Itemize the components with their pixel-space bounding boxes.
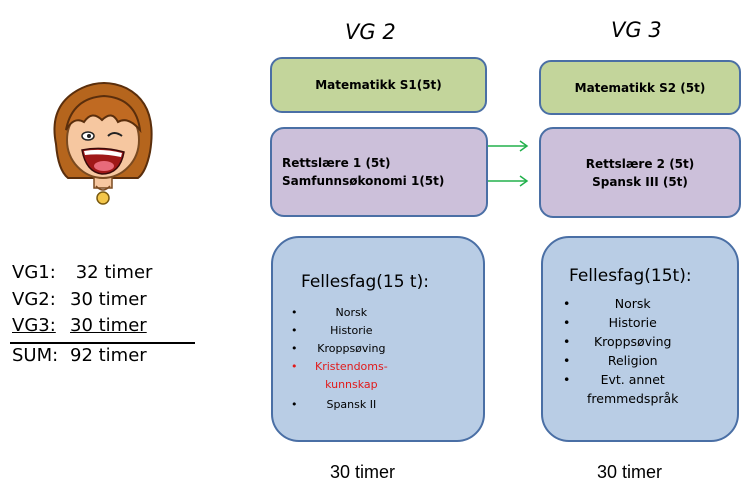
fellesfag-title: Fellesfag(15t): xyxy=(569,266,692,286)
girl-cartoon-icon xyxy=(53,82,153,205)
programme-subject: Samfunnsøkonomi 1(5t) xyxy=(282,174,445,188)
hours-label-vg3: 30 timer xyxy=(597,462,663,482)
fellesfag-list-vg3: Norsk Historie Kroppsøving Religion Evt.… xyxy=(563,294,678,408)
summary-row-vg3: VG3: 30 timer xyxy=(12,315,147,336)
math-label: Matematikk S1(5t) xyxy=(315,78,442,92)
summary-divider xyxy=(10,342,195,344)
summary-value: 32 timer xyxy=(75,262,153,283)
summary-value: 30 timer xyxy=(70,315,147,336)
list-item: Norsk xyxy=(563,294,678,313)
list-item: Norsk xyxy=(291,304,388,322)
fellesfag-box-vg2: Fellesfag(15 t): Norsk Historie Kroppsøv… xyxy=(271,236,485,442)
summary-label: VG1: xyxy=(12,262,56,283)
programme-subject: Rettslære 2 (5t) xyxy=(585,156,695,171)
fellesfag-list-vg2: Norsk Historie Kroppsøving Kristendoms- … xyxy=(291,304,388,414)
fellesfag-box-vg3: Fellesfag(15t): Norsk Historie Kroppsøvi… xyxy=(541,236,739,442)
list-item: Historie xyxy=(563,313,678,332)
summary-value: 30 timer xyxy=(70,289,147,310)
list-item: Historie xyxy=(291,322,388,340)
list-item: Kroppsøving xyxy=(563,332,678,351)
right-arrow-icon xyxy=(488,140,529,152)
right-arrow-icon xyxy=(488,175,529,187)
summary-label: VG3: xyxy=(12,315,56,336)
summary-label: SUM: xyxy=(12,345,59,366)
column-heading-vg3: VG 3 xyxy=(611,18,662,42)
summary-row-vg2: VG2: 30 timer xyxy=(12,289,147,310)
programme-subject: Spansk III (5t) xyxy=(592,174,688,189)
summary-row-sum: SUM: 92 timer xyxy=(12,345,147,366)
list-item: Kroppsøving xyxy=(291,340,388,358)
list-item-highlight: Kristendoms- kunnskap xyxy=(291,358,388,394)
summary-label: VG2: xyxy=(12,289,56,310)
programme-subject: Rettslære 1 (5t) xyxy=(282,156,391,170)
programme-box-vg3: Rettslære 2 (5t) Spansk III (5t) xyxy=(539,127,741,218)
list-item: Spansk II xyxy=(291,396,388,414)
list-item: Religion xyxy=(563,351,678,370)
programme-box-vg2: Rettslære 1 (5t) Samfunnsøkonomi 1(5t) xyxy=(270,127,488,217)
column-heading-vg2: VG 2 xyxy=(345,20,396,44)
math-box-vg3: Matematikk S2 (5t) xyxy=(539,60,741,115)
summary-row-vg1: VG1: 32 timer xyxy=(12,262,152,283)
math-box-vg2: Matematikk S1(5t) xyxy=(270,57,487,113)
summary-value: 92 timer xyxy=(70,345,147,366)
fellesfag-title: Fellesfag(15 t): xyxy=(301,272,429,292)
hours-label-vg2: 30 timer xyxy=(330,462,396,482)
list-item: Evt. annet fremmedspråk xyxy=(563,370,678,408)
math-label: Matematikk S2 (5t) xyxy=(574,80,706,95)
